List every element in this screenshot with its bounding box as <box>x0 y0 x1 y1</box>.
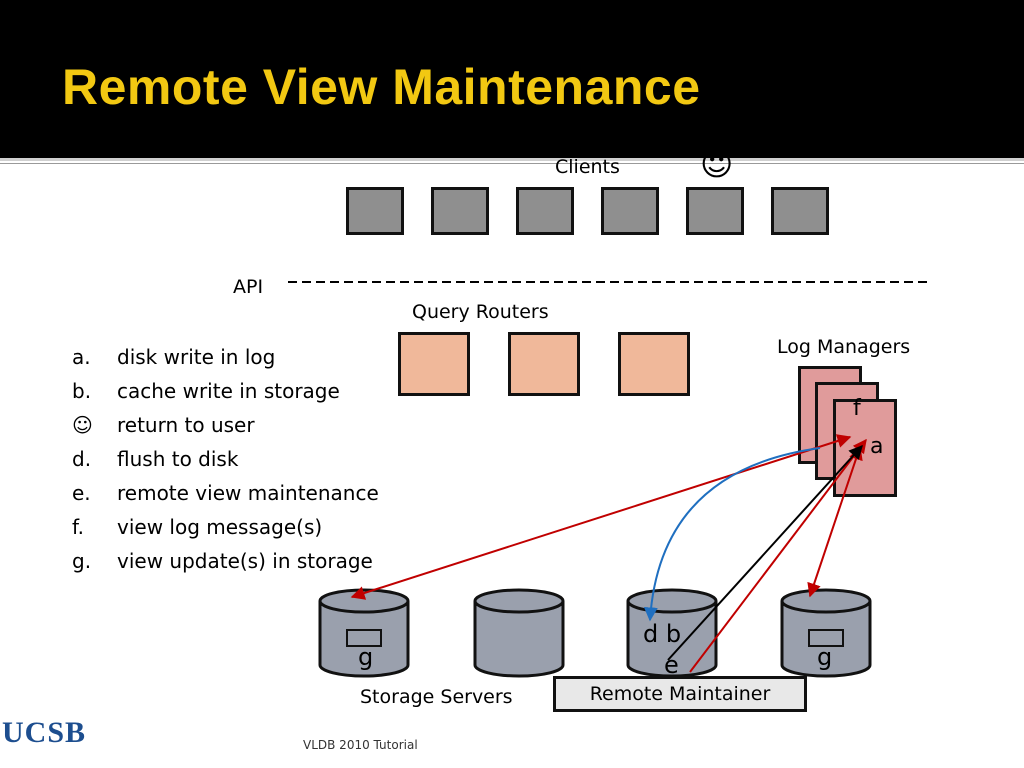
clients-label: Clients <box>555 156 620 178</box>
list-item: e. remote view maintenance <box>72 476 379 510</box>
step-text: remote view maintenance <box>117 481 379 505</box>
step-text: cache write in storage <box>117 379 340 403</box>
remote-maintainer-box: Remote Maintainer <box>553 676 807 712</box>
client-box <box>771 187 829 235</box>
title-bar <box>0 0 1024 158</box>
blue-arrow-log-to-storage <box>643 447 821 622</box>
list-item: d. flush to disk <box>72 442 379 476</box>
storage-servers-label: Storage Servers <box>360 686 513 708</box>
step-text: view update(s) in storage <box>117 549 373 573</box>
step-marker: f. <box>72 515 84 539</box>
client-box <box>431 187 489 235</box>
steps-list: a. disk write in log b. cache write in sto… <box>72 340 379 578</box>
red-arrow-log-to-left-storage <box>350 434 852 600</box>
mark-a: a <box>870 434 884 459</box>
step-marker: g. <box>72 549 92 573</box>
step-text: flush to disk <box>117 447 239 471</box>
list-item: f. view log message(s) <box>72 510 379 544</box>
step-marker: ☺ <box>72 413 93 437</box>
list-item: b. cache write in storage <box>72 374 379 408</box>
query-router-box <box>508 332 580 396</box>
ucsb-logo: UCSB <box>2 716 87 749</box>
client-box <box>601 187 659 235</box>
black-arrow-storage-to-log <box>667 444 863 661</box>
storage-server-4 <box>780 588 872 678</box>
api-label: API <box>233 276 264 298</box>
list-item: g. view update(s) in storage <box>72 544 379 578</box>
client-box <box>346 187 404 235</box>
query-routers-label: Query Routers <box>412 301 549 323</box>
log-managers-label: Log Managers <box>777 336 911 358</box>
mark-f: f <box>853 396 861 421</box>
storage-server-1 <box>318 588 410 678</box>
mark-d-b: d b <box>643 620 682 648</box>
title-divider-thin <box>0 163 1024 164</box>
mark-g-left: g <box>358 643 374 671</box>
mark-g-right: g <box>817 643 833 671</box>
smiley-icon: ☺ <box>700 145 734 183</box>
step-marker: b. <box>72 379 92 403</box>
list-item: a. disk write in log <box>72 340 379 374</box>
step-text: return to user <box>117 413 255 437</box>
step-text: disk write in log <box>117 345 276 369</box>
step-text: view log message(s) <box>117 515 323 539</box>
query-router-box <box>618 332 690 396</box>
step-marker: d. <box>72 447 92 471</box>
client-box <box>686 187 744 235</box>
mark-e: e <box>664 651 679 679</box>
red-arrow-log-to-right-storage <box>807 445 863 598</box>
client-box <box>516 187 574 235</box>
red-arrow-maintainer-to-log <box>689 438 867 673</box>
storage-server-2 <box>473 588 565 678</box>
step-marker: e. <box>72 481 91 505</box>
list-item: ☺ return to user <box>72 408 379 442</box>
title-divider <box>0 158 1024 161</box>
step-marker: a. <box>72 345 91 369</box>
footer-text: VLDB 2010 Tutorial <box>303 738 418 752</box>
query-router-box <box>398 332 470 396</box>
slide-title: Remote View Maintenance <box>62 59 701 115</box>
